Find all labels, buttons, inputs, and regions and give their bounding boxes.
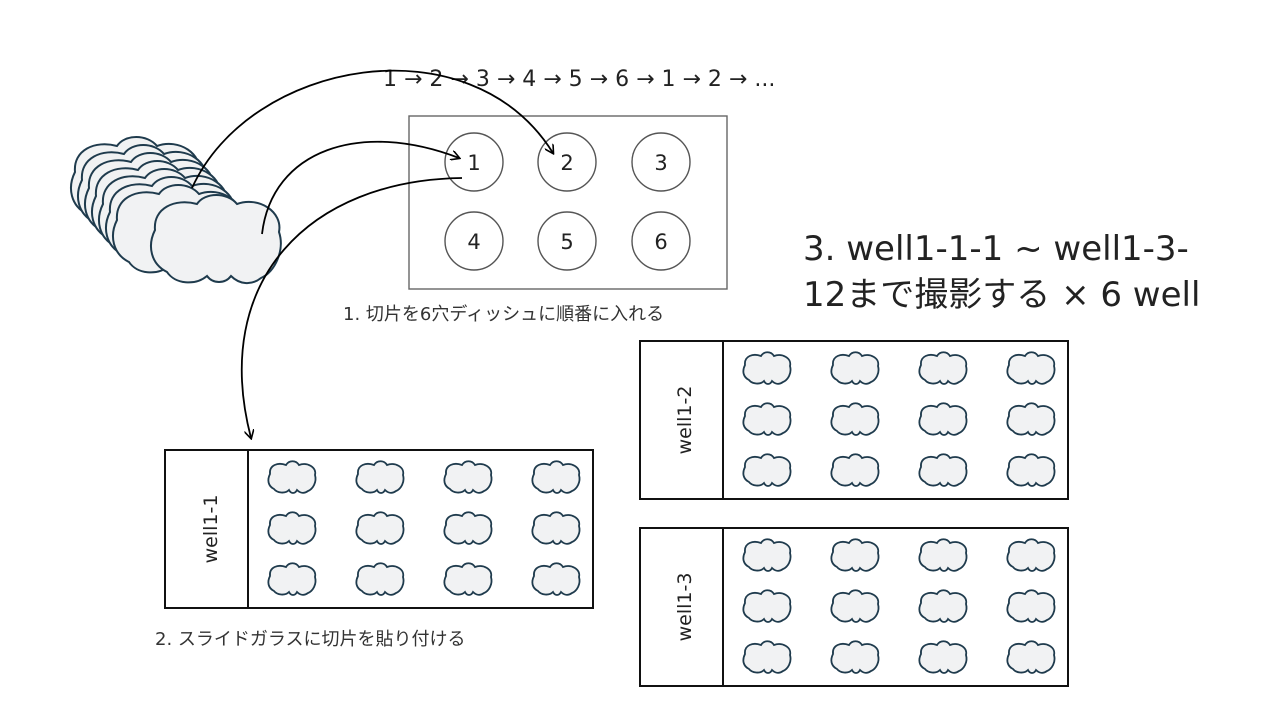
- mounted-slice: [742, 402, 792, 436]
- slide-label: well1-3: [674, 573, 696, 642]
- mounted-slice: [830, 640, 880, 674]
- slide-well1-3: well1-3: [639, 527, 1069, 687]
- well-number: 4: [467, 230, 480, 254]
- well-number: 6: [654, 230, 667, 254]
- mounted-slice: [1006, 453, 1056, 487]
- slide-label: well1-2: [674, 386, 696, 455]
- well-circle: [537, 211, 597, 271]
- mounted-slice: [267, 511, 317, 545]
- mounted-slice: [742, 538, 792, 572]
- mounted-slice: [443, 460, 493, 494]
- mounted-slice: [531, 460, 581, 494]
- brain-slice-front: [150, 194, 282, 285]
- mounted-slice: [918, 402, 968, 436]
- mounted-slice: [742, 589, 792, 623]
- mounted-slice: [918, 640, 968, 674]
- step3-line1: 3. well1-1-1 ~ well1-3-: [803, 229, 1189, 269]
- arrow-to-well-2: [191, 69, 553, 189]
- mounted-slice: [267, 562, 317, 596]
- brain-slice-stack: [70, 136, 282, 285]
- mounted-slice: [1006, 589, 1056, 623]
- well-number: 3: [654, 151, 667, 175]
- slide-label: well1-1: [200, 495, 222, 564]
- mounted-slice: [830, 453, 880, 487]
- mounted-slice: [742, 453, 792, 487]
- six-well-dish: 1 2 3 4 5 6: [408, 115, 728, 290]
- well-number: 5: [560, 230, 573, 254]
- well-circle: [444, 132, 504, 192]
- arrow-to-slide: [240, 177, 463, 438]
- mounted-slice: [1006, 538, 1056, 572]
- mounted-slice: [1006, 640, 1056, 674]
- dish-caption: 1. 切片を6穴ディッシュに順番に入れる: [343, 304, 664, 325]
- mounted-slice: [443, 562, 493, 596]
- sequence-text: 1 → 2 → 3 → 4 → 5 → 6 → 1 → 2 → ...: [383, 67, 775, 92]
- mounted-slice: [355, 562, 405, 596]
- well-number: 2: [560, 151, 573, 175]
- mounted-slice: [830, 351, 880, 385]
- well-circle: [631, 211, 691, 271]
- mounted-slice: [443, 511, 493, 545]
- mounted-slice: [1006, 351, 1056, 385]
- slide-well1-1: well1-1: [164, 449, 594, 609]
- transfer-arrows: [191, 69, 553, 438]
- well-circle: [444, 211, 504, 271]
- mounted-slice: [355, 460, 405, 494]
- well-circle: [631, 132, 691, 192]
- mounted-slice: [1006, 402, 1056, 436]
- mounted-slice: [742, 640, 792, 674]
- mounted-slice: [531, 511, 581, 545]
- mounted-slice: [531, 562, 581, 596]
- mounted-slice: [918, 538, 968, 572]
- mounted-slice: [742, 351, 792, 385]
- mounted-slice: [918, 453, 968, 487]
- mounted-slice: [267, 460, 317, 494]
- slide-caption: 2. スライドガラスに切片を貼り付ける: [155, 629, 466, 650]
- step3-line2: 12まで撮影する × 6 well: [803, 275, 1200, 315]
- mounted-slice: [830, 402, 880, 436]
- slide-well1-2: well1-2: [639, 340, 1069, 500]
- mounted-slice: [918, 589, 968, 623]
- well-number: 1: [467, 151, 480, 175]
- mounted-slice: [918, 351, 968, 385]
- arrow-to-well-1: [261, 140, 459, 235]
- mounted-slice: [355, 511, 405, 545]
- mounted-slice: [830, 589, 880, 623]
- mounted-slice: [830, 538, 880, 572]
